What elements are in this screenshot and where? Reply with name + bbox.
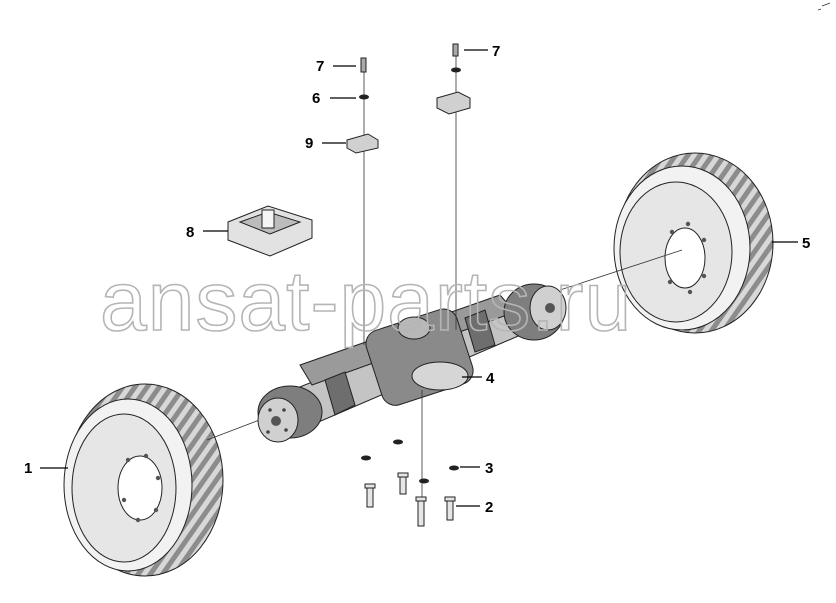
callout-label-7-right: 7 (492, 43, 500, 60)
callout-1: 1 (24, 460, 68, 477)
callout-label-5: 5 (802, 235, 810, 252)
callout-7-right: 7 (464, 43, 500, 60)
left-washer (359, 94, 369, 100)
callout-7-left: 7 (316, 58, 356, 75)
callout-4: 4 (462, 370, 495, 387)
bottom-washers (361, 439, 459, 484)
right-bolt (452, 43, 459, 57)
corner-mark (817, 2, 831, 11)
right-wheel (613, 152, 774, 334)
mount-bracket (227, 205, 313, 257)
right-wheel-centerline (559, 249, 683, 291)
left-wheel (63, 383, 224, 577)
left-bolt (360, 57, 367, 73)
callout-3: 3 (460, 460, 493, 477)
right-spacer-block (436, 91, 471, 115)
watermark-text: ansat-parts.ru (100, 254, 632, 348)
callout-label-4: 4 (486, 370, 495, 387)
callout-label-8: 8 (186, 224, 194, 241)
callout-label-9: 9 (305, 135, 313, 152)
callout-label-3: 3 (485, 460, 493, 477)
callout-9: 9 (305, 135, 346, 152)
right-washer (451, 67, 461, 73)
left-spacer-block (346, 133, 379, 154)
callout-label-2: 2 (485, 499, 493, 516)
axle-assembly (257, 283, 567, 443)
callout-label-6: 6 (312, 90, 320, 107)
callout-label-7-left: 7 (316, 58, 324, 75)
callout-label-1: 1 (24, 460, 32, 477)
callout-6: 6 (312, 90, 356, 107)
bottom-bolts (364, 472, 456, 527)
callout-5: 5 (772, 235, 810, 252)
callout-8: 8 (186, 224, 228, 241)
callout-2: 2 (456, 499, 493, 516)
